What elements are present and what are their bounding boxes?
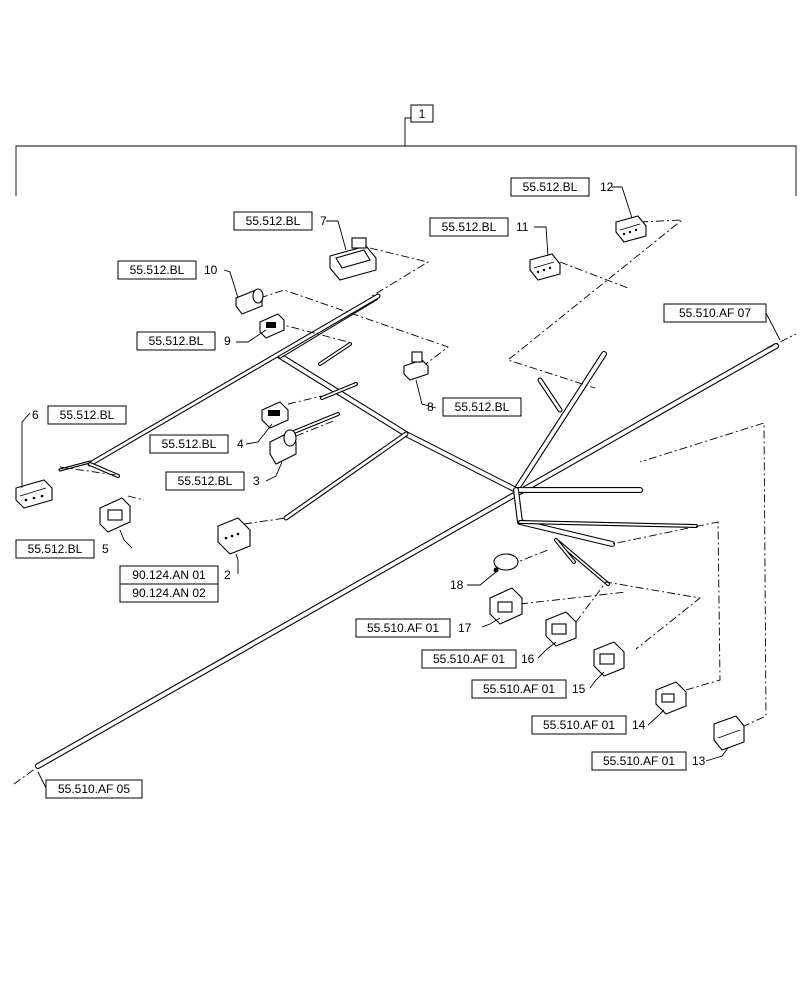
wire-branch-11 (537, 377, 563, 413)
wire-main-branch-upper (513, 351, 607, 493)
ref-label-end-left: 55.510.AF 05 (58, 782, 130, 796)
ref-label-13: 55.510.AF 01 (603, 754, 675, 768)
ref-label-10: 55.512.BL (130, 263, 185, 277)
wire-main-trunk (35, 343, 779, 769)
ref-label-15: 55.510.AF 01 (483, 682, 555, 696)
ref-label-11: 55.512.BL (442, 220, 497, 234)
callout-4: 4 (237, 437, 244, 451)
part-2-connector (217, 517, 251, 555)
wire-branch-4 (292, 412, 340, 434)
part-8-connector (403, 351, 429, 381)
connection-lines (13, 219, 797, 785)
wire-branch-15 (518, 520, 698, 528)
ref-label-12: 55.512.BL (523, 180, 578, 194)
part-17-connector (489, 587, 523, 625)
callout-6: 6 (32, 408, 39, 422)
part-15-connector (593, 641, 625, 677)
part-13-connector (713, 715, 745, 751)
assembly-bracket: 1 (15, 104, 797, 196)
part-18-ring (493, 553, 519, 573)
callout-8: 8 (427, 400, 434, 414)
ref-label-3: 55.512.BL (178, 474, 233, 488)
harness-wires (35, 293, 779, 769)
reference-labels: 55.512.BL 12 55.512.BL 7 55.512.BL 11 55… (15, 177, 767, 799)
part-4-connector (261, 401, 289, 429)
leader-lines (21, 186, 781, 789)
assembly-item-number: 1 (419, 107, 426, 121)
callout-13: 13 (692, 754, 706, 768)
part-7-connector (329, 237, 377, 281)
wire-branch-16 (554, 538, 610, 586)
callout-18: 18 (450, 578, 464, 592)
callout-12: 12 (600, 180, 614, 194)
ref-label-16: 55.510.AF 01 (433, 652, 505, 666)
callout-3: 3 (253, 474, 260, 488)
wire-branch-7b (318, 342, 352, 366)
part-16-connector (545, 611, 577, 647)
ref-label-4: 55.512.BL (162, 437, 217, 451)
callout-5: 5 (102, 542, 109, 556)
part-12-connector (615, 215, 647, 243)
callout-17: 17 (458, 621, 472, 635)
wire-branch-6 (87, 293, 381, 467)
callout-10: 10 (204, 263, 218, 277)
ref-label-7: 55.512.BL (246, 214, 301, 228)
ref-label-end-right: 55.510.AF 07 (679, 306, 751, 320)
ref-label-5: 55.512.BL (28, 542, 83, 556)
callout-14: 14 (632, 718, 646, 732)
part-9-connector (259, 313, 285, 339)
part-14-connector (655, 681, 687, 715)
ref-label-8: 55.512.BL (455, 400, 510, 414)
ref-label-9: 55.512.BL (149, 334, 204, 348)
part-11-connector (529, 253, 561, 281)
ref-label-6: 55.512.BL (60, 408, 115, 422)
part-3-plug (269, 429, 297, 465)
callout-16: 16 (521, 652, 535, 666)
callout-11: 11 (516, 220, 529, 234)
callout-9: 9 (224, 334, 231, 348)
part-10-plug (235, 288, 264, 315)
ref-label-14: 55.510.AF 01 (543, 718, 615, 732)
wire-branch-14 (513, 487, 615, 547)
callout-2: 2 (224, 568, 231, 582)
wire-branch-6-tail (58, 460, 92, 472)
ref-label-17: 55.510.AF 01 (367, 621, 439, 635)
ref-label-2b: 90.124.AN 02 (132, 586, 206, 600)
part-6-connector (15, 479, 53, 509)
wire-branch-17 (554, 538, 576, 564)
wire-branch-4b (320, 382, 358, 400)
wire-branch-3 (283, 431, 409, 521)
wire-branch-6-lower (88, 462, 120, 478)
callout-7: 7 (320, 214, 327, 228)
callout-15: 15 (572, 682, 586, 696)
ref-label-2a: 90.124.AN 01 (132, 568, 206, 582)
part-5-connector (99, 497, 131, 533)
